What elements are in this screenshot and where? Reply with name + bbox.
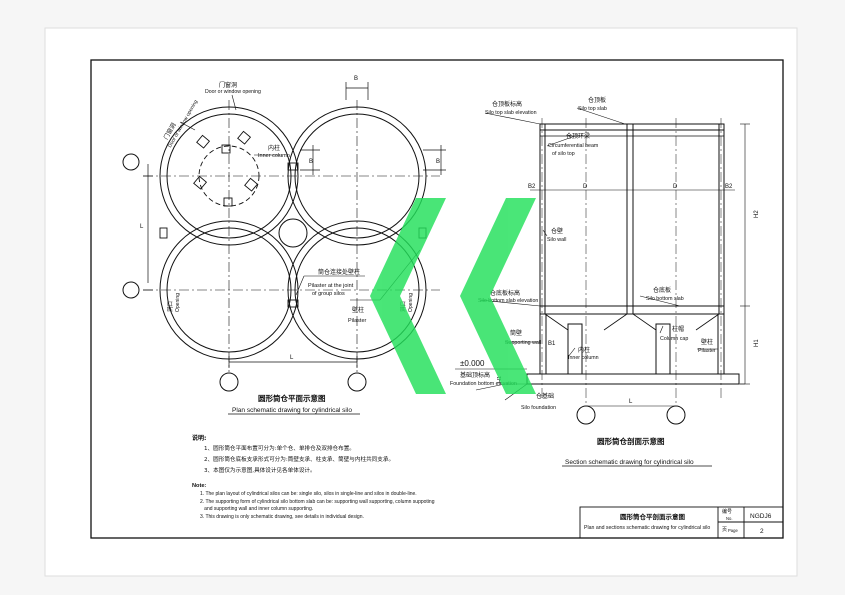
bottom-slab-label-en: Silo bottom slab <box>646 296 684 302</box>
titleblock-page-cn: 页 <box>722 527 727 533</box>
found-label-cn: 仓基础 <box>536 392 554 400</box>
top-elev-label-en: Silo top slab elevation <box>485 110 537 116</box>
dim-b-side: B <box>436 159 440 165</box>
title-block <box>579 506 784 539</box>
notes-cn-heading: 说明: <box>192 434 206 442</box>
column-cap-label-en: Column cap <box>660 336 688 342</box>
inner-column-label-cn: 内柱 <box>268 144 280 152</box>
titleblock-no-value: NGDJ6 <box>750 513 772 520</box>
dim-l-vertical: L <box>140 224 144 230</box>
plan-title-cn: 圆形筒仓平面示意图 <box>258 393 326 403</box>
dim-b2-left: B2 <box>528 184 536 190</box>
interstice-ring <box>278 218 308 248</box>
note-en-1: 1. The plan layout of cylindrical silos … <box>200 491 417 497</box>
section-centerlines <box>541 118 722 405</box>
zero-elevation: ±0.000 <box>460 359 485 368</box>
dim-b2-right: B2 <box>725 184 733 190</box>
dim-h1: H1 <box>754 339 760 347</box>
top-slab-label-en: Silo top slab <box>578 106 607 112</box>
support-wall-label-cn: 筒壁 <box>510 329 522 337</box>
titleblock-page-value: 2 <box>760 528 764 535</box>
notes: 说明: 1、圆形筒仓平面布置可分为:单个仓、单排仓及双排仓布置。 2、圆形筒仓底… <box>192 434 435 520</box>
plan-dimensions <box>143 82 446 368</box>
note-en-2: 2. The supporting form of cylindrical si… <box>200 499 435 505</box>
pilaster-label-cn: 壁柱 <box>352 306 364 314</box>
note-cn-2: 2、圆形筒仓底板支承形式可分为:筒壁支承、柱支承、筒壁与内柱共同支承。 <box>204 455 394 463</box>
wall-label-en: Silo wall <box>547 237 566 243</box>
column-cap-label-cn: 柱帽 <box>672 325 684 333</box>
titleblock-title-en: Plan and sections schematic drawing for … <box>584 525 710 531</box>
dim-b1: B1 <box>548 341 556 347</box>
titleblock-page-en: Page <box>728 528 738 533</box>
ring-label-en2: of silo top <box>552 151 575 157</box>
door-label-en: Door or window opening <box>205 89 261 95</box>
inner-column-sec-label-cn: 内柱 <box>578 346 590 354</box>
opening-label-en: Opening <box>175 293 181 312</box>
opening-label-cn: 洞口 <box>166 301 174 312</box>
top-slab-label-cn: 仓顶板 <box>588 96 606 104</box>
watermark-logo <box>370 198 536 394</box>
titleblock-no-en: No. <box>726 516 733 521</box>
titleblock-no-cn: 编号 <box>722 508 732 515</box>
dim-l-horizontal: L <box>290 355 294 361</box>
bottom-elev-label-cn: 仓底板标高 <box>490 289 520 297</box>
paper-sheet <box>44 27 798 577</box>
opening2-label-en: Opening <box>408 293 414 312</box>
found-elev-label-cn: 基础顶标高 <box>460 371 490 379</box>
axis-bubble-section-2 <box>666 405 686 425</box>
section-title-en: Section schematic drawing for cylindrica… <box>565 459 694 466</box>
note-cn-1: 1、圆形筒仓平面布置可分为:单个仓、单排仓及双排仓布置。 <box>204 444 355 452</box>
support-wall-label-en: Supporting wall <box>505 340 541 346</box>
pilaster-joint-label-en1: Pilaster at the joint <box>308 283 354 289</box>
wall-label-cn: 仓壁 <box>551 227 563 235</box>
dim-b-inner: B <box>309 159 313 165</box>
hopper-left <box>544 313 628 331</box>
plan-title-en: Plan schematic drawing for cylindrical s… <box>232 407 352 414</box>
section-dimensions <box>530 123 750 407</box>
dim-h2: H2 <box>754 210 760 218</box>
title-block-text: 圆形筒仓平剖面示意图 Plan and sections schematic d… <box>584 508 772 535</box>
dim-d-left: D <box>583 184 588 190</box>
bottom-slab-label-cn: 仓底板 <box>653 286 671 294</box>
notes-en-heading: Note: <box>192 483 206 489</box>
dim-l-section: L <box>629 399 633 405</box>
section-title-cn: 圆形筒仓剖面示意图 <box>597 436 665 446</box>
found-label-en: Silo foundation <box>521 405 556 411</box>
pilaster-label-en: Pilaster <box>348 318 367 324</box>
inner-column-sec-label-en: Inner column <box>568 355 599 361</box>
plan-view <box>122 82 446 392</box>
ring-label-cn: 仓顶环梁 <box>566 132 590 140</box>
titleblock-title-cn: 圆形筒仓平剖面示意图 <box>620 512 686 521</box>
hopper-right <box>632 313 720 331</box>
note-cn-3: 3、本图仅为示意图,具体设计见各单体设计。 <box>204 466 316 474</box>
note-en-2b: and supporting wall and inner column sup… <box>200 506 313 512</box>
pilaster-joint-label-en2: of group silos <box>312 291 345 297</box>
axis-bubbles-plan <box>122 153 367 392</box>
plan-centerlines <box>143 100 440 372</box>
ring-label-en1: Circumferential beam <box>548 143 599 149</box>
note-en-3: 3. This drawing is only schematic drawin… <box>200 514 364 520</box>
dim-d-right: D <box>673 184 678 190</box>
inner-column-label-en: Inner column <box>258 153 290 159</box>
bottom-slab <box>539 305 725 315</box>
bottom-elev-label-en: Silo bottom slab elevation <box>478 298 538 304</box>
dim-b-top: B <box>354 76 358 82</box>
drawing-frame <box>90 59 784 539</box>
pilaster-sec-label-cn: 壁柱 <box>701 338 713 346</box>
pilaster-joint-label-cn: 筒仓连接处壁柱 <box>318 268 360 276</box>
found-elev-label-en: Foundation bottom elevation <box>450 381 517 387</box>
door-label-cn: 门窗洞 <box>219 81 237 89</box>
axis-bubble-section-1 <box>576 405 596 425</box>
pilaster-sec-label-en: Pilaster <box>698 348 716 354</box>
top-elev-label-cn: 仓顶板标高 <box>492 100 522 108</box>
